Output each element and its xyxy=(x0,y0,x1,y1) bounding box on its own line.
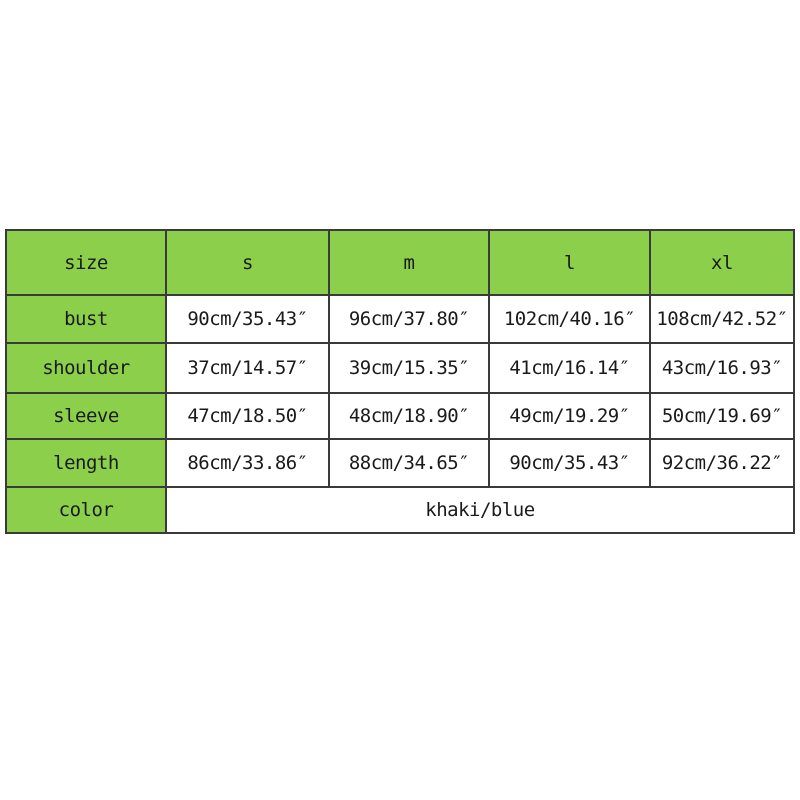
row-label-bust: bust xyxy=(5,294,167,344)
size-header-l: l xyxy=(488,229,651,296)
shoulder-l-cell: 41cm/16.14″ xyxy=(488,342,651,394)
size-header-xl: xl xyxy=(649,229,795,296)
table-row: sleeve 47cm/18.50″ 48cm/18.90″ 49cm/19.2… xyxy=(5,392,795,440)
header-row: size s m l xl xyxy=(5,229,795,296)
bust-l-cell: 102cm/40.16″ xyxy=(488,294,651,344)
corner-label: size xyxy=(5,229,167,296)
sleeve-m-cell: 48cm/18.90″ xyxy=(328,392,490,440)
length-s-cell: 86cm/33.86″ xyxy=(165,438,330,488)
table-row: shoulder 37cm/14.57″ 39cm/15.35″ 41cm/16… xyxy=(5,342,795,394)
size-header-s: s xyxy=(165,229,330,296)
shoulder-m-cell: 39cm/15.35″ xyxy=(328,342,490,394)
table-row: color khaki/blue xyxy=(5,486,795,534)
shoulder-xl-cell: 43cm/16.93″ xyxy=(649,342,795,394)
color-value-cell: khaki/blue xyxy=(165,486,795,534)
sleeve-xl-cell: 50cm/19.69″ xyxy=(649,392,795,440)
size-chart-table: size s m l xl bust 90cm/35.43″ 96cm/37.8… xyxy=(5,229,795,534)
row-label-length: length xyxy=(5,438,167,488)
table-row: bust 90cm/35.43″ 96cm/37.80″ 102cm/40.16… xyxy=(5,294,795,344)
sleeve-s-cell: 47cm/18.50″ xyxy=(165,392,330,440)
table-row: length 86cm/33.86″ 88cm/34.65″ 90cm/35.4… xyxy=(5,438,795,488)
bust-xl-cell: 108cm/42.52″ xyxy=(649,294,795,344)
sleeve-l-cell: 49cm/19.29″ xyxy=(488,392,651,440)
length-l-cell: 90cm/35.43″ xyxy=(488,438,651,488)
row-label-color: color xyxy=(5,486,167,534)
row-label-shoulder: shoulder xyxy=(5,342,167,394)
row-label-sleeve: sleeve xyxy=(5,392,167,440)
size-header-m: m xyxy=(328,229,490,296)
length-m-cell: 88cm/34.65″ xyxy=(328,438,490,488)
bust-s-cell: 90cm/35.43″ xyxy=(165,294,330,344)
bust-m-cell: 96cm/37.80″ xyxy=(328,294,490,344)
shoulder-s-cell: 37cm/14.57″ xyxy=(165,342,330,394)
length-xl-cell: 92cm/36.22″ xyxy=(649,438,795,488)
